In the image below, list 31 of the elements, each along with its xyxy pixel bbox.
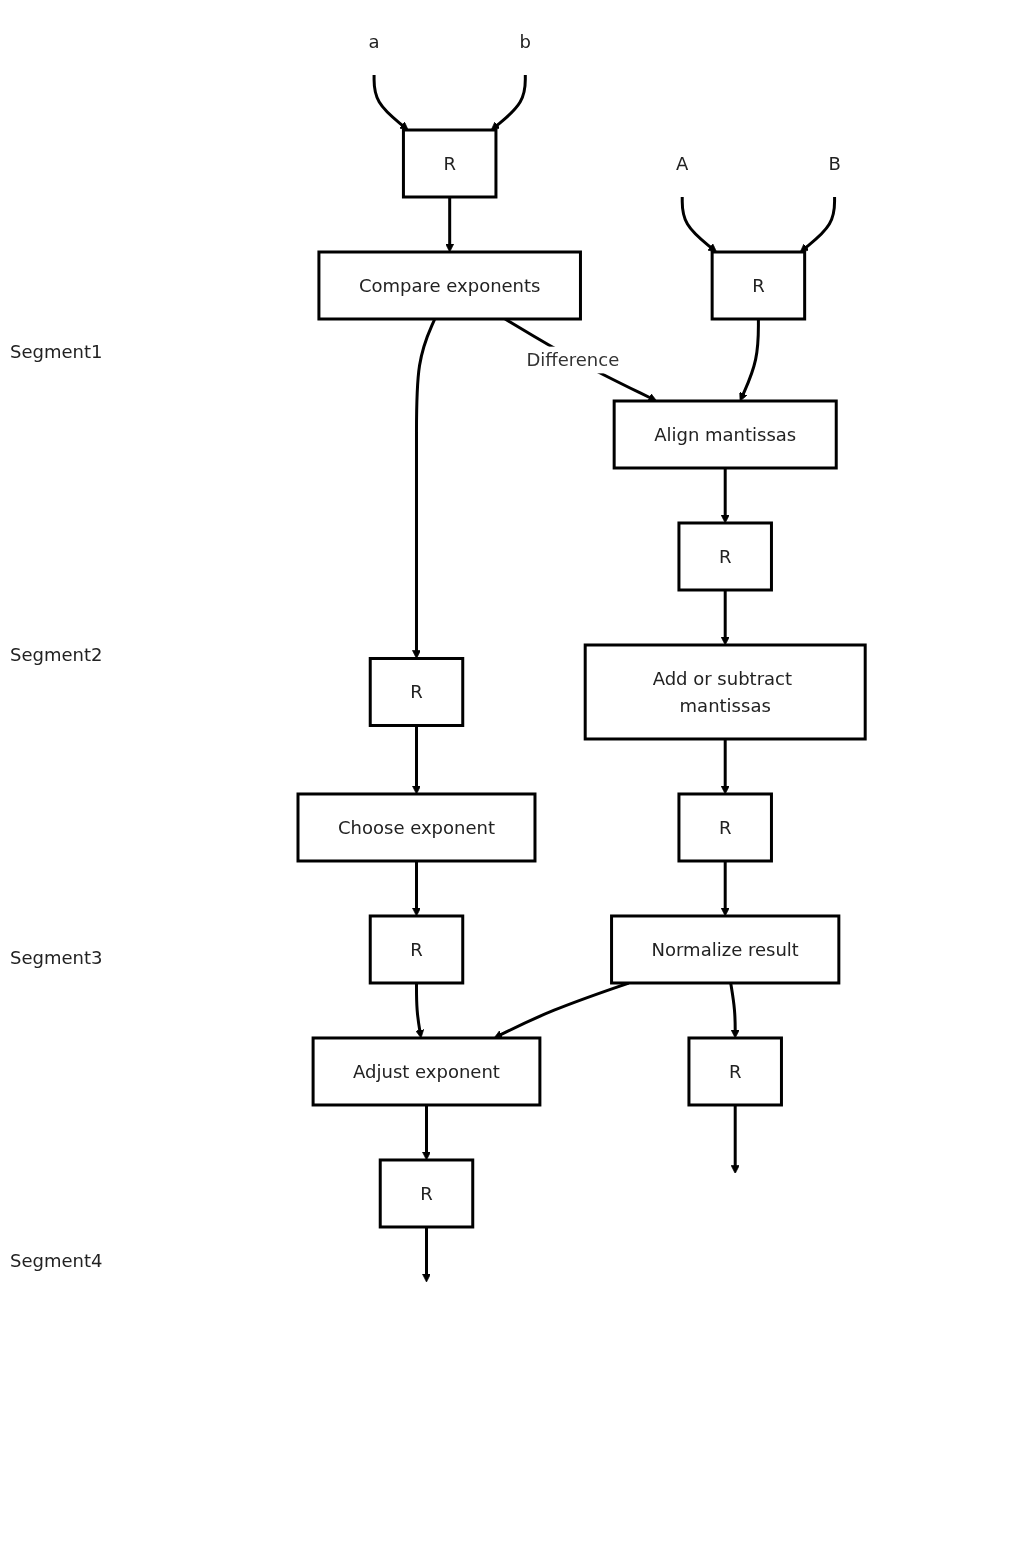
- node-box: Add or subtract mantissas: [583, 643, 867, 741]
- arrow: [422, 1227, 431, 1283]
- node-box: R: [710, 250, 807, 321]
- arrow: [799, 197, 837, 253]
- node-text: A: [676, 153, 689, 174]
- node-box: Adjust exponent: [311, 1036, 542, 1107]
- node-box: R: [368, 914, 465, 985]
- segment-label: Segment3: [10, 947, 104, 968]
- node-box: R: [378, 1158, 475, 1229]
- node-text: b: [519, 31, 532, 52]
- node-box: R: [402, 128, 498, 199]
- arrow: [739, 319, 760, 402]
- arrow: [730, 1105, 740, 1174]
- node-box: Align mantissas: [612, 399, 838, 470]
- node-box: R: [368, 657, 465, 727]
- node-box: R: [677, 792, 774, 863]
- segment-label: Segment1: [10, 341, 104, 362]
- node-box: Compare exponents: [317, 250, 583, 321]
- arrow: [680, 197, 718, 253]
- node-text: B: [828, 153, 841, 174]
- edge-label: Difference: [526, 349, 620, 371]
- arrow: [372, 75, 409, 131]
- node-box: R: [687, 1036, 784, 1107]
- node-box: Choose exponent: [296, 792, 537, 863]
- segment-label: Segment2: [10, 644, 104, 665]
- node-text: a: [368, 31, 380, 52]
- node-box: Normalize result: [610, 914, 841, 985]
- arrow: [490, 75, 527, 131]
- node-box: R: [677, 521, 774, 592]
- arrow: [445, 197, 455, 253]
- segment-label: Segment4: [10, 1250, 104, 1271]
